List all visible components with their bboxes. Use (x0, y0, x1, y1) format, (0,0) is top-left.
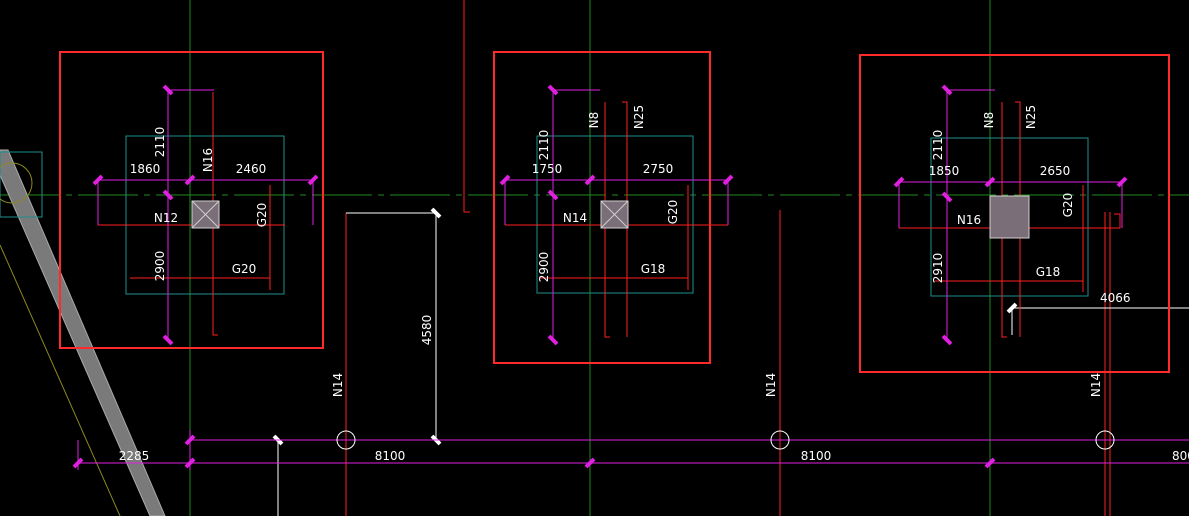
vertical-tag: N8 (982, 112, 996, 129)
pad-outline (125, 135, 285, 295)
dim-ticks (499, 84, 734, 346)
rebar (1001, 102, 1007, 338)
column[interactable] (989, 195, 1030, 239)
bottom-dim-label: 2900 (153, 251, 167, 282)
footing-frame[interactable] (59, 51, 324, 349)
diagonal-wall (0, 149, 166, 516)
bottom-tag: G18 (641, 262, 666, 276)
tick (184, 174, 196, 186)
axis-circle (1095, 430, 1115, 450)
top-dim-label: 2110 (153, 127, 167, 158)
bottom-dim-span3: 800 (1172, 449, 1189, 463)
dim-lines (898, 89, 1123, 340)
left-dim-label: 1860 (130, 162, 161, 176)
tick (941, 334, 953, 346)
left-dim-label: 1750 (532, 162, 563, 176)
left-tag: N16 (957, 213, 981, 227)
tie-beam-mid-label: N14 (764, 373, 778, 397)
bottom-dim-span1: 8100 (375, 449, 406, 463)
tick (722, 174, 734, 186)
right-tag: G20 (1061, 193, 1075, 218)
bottom-dim-ticks (72, 434, 996, 469)
tick (184, 434, 196, 446)
top-dim-label: 2110 (931, 130, 945, 161)
vertical-tag: N16 (201, 148, 215, 172)
tick (547, 334, 559, 346)
right-dim-label: 2460 (236, 162, 267, 176)
tick (547, 189, 559, 201)
dim-lines (97, 89, 314, 340)
corner-box (0, 151, 43, 218)
tick (984, 176, 996, 188)
right-dim-label: 2750 (643, 162, 674, 176)
tick (499, 174, 511, 186)
right-dim-label: 2650 (1040, 164, 1071, 178)
rebar (1015, 101, 1021, 337)
tick (893, 176, 905, 188)
tick (941, 191, 953, 203)
axis-circle (770, 430, 790, 450)
dim-ticks (893, 84, 1128, 346)
column-cross (600, 200, 629, 229)
bottom-dim-left: 2285 (119, 449, 150, 463)
bottom-dim-label: 2910 (931, 253, 945, 284)
tick (1116, 176, 1128, 188)
right-tag: G20 (666, 200, 680, 225)
pad-outline (536, 135, 694, 294)
tick (584, 174, 596, 186)
footing-3[interactable]: 2110 N8 N25 1850 2650 N16 G20 2910 G18 (859, 54, 1170, 373)
tick (92, 174, 104, 186)
extra-tag: N25 (1024, 105, 1038, 129)
tie-beam-left-label: N14 (331, 373, 345, 397)
right-tag: G20 (255, 203, 269, 228)
bottom-tag: G20 (232, 262, 257, 276)
extra-tag: N25 (632, 105, 646, 129)
tick (162, 189, 174, 201)
left-dim-label: 1850 (929, 164, 960, 178)
pad-outline (930, 137, 1089, 297)
axis-circle (336, 430, 356, 450)
tick (584, 457, 596, 469)
tick (162, 84, 174, 96)
column-circles (336, 430, 1115, 450)
footing-frame[interactable] (493, 51, 711, 364)
left-tag: N12 (154, 211, 178, 225)
beam-line-top-hook (463, 52, 470, 213)
rebar (212, 92, 218, 336)
rebar (622, 101, 628, 337)
vertical-tag: N8 (587, 112, 601, 129)
diagonal-wall-band (0, 149, 166, 516)
tick (72, 457, 84, 469)
top-dim-label: 2110 (537, 130, 551, 161)
corner-circle (0, 162, 33, 204)
footing-1[interactable]: 2110 N16 1860 2460 N12 G20 2900 G20 (59, 51, 324, 349)
tick (184, 457, 196, 469)
footing-frame[interactable] (859, 54, 1170, 373)
beam-lines (345, 0, 1111, 516)
tick (430, 207, 442, 219)
diagonal-yellow-line (0, 244, 121, 516)
rebar-lines (98, 92, 285, 336)
dim-lines (504, 89, 729, 340)
tick (984, 457, 996, 469)
tick (162, 334, 174, 346)
bottom-tag: G18 (1036, 265, 1061, 279)
right-dim-label: 4066 (1100, 291, 1131, 305)
bottom-dim-span2: 8100 (801, 449, 832, 463)
tick (1006, 302, 1018, 314)
tick (547, 84, 559, 96)
tick (307, 174, 319, 186)
vertical-dim-label: 4580 (420, 315, 434, 346)
left-tag: N14 (563, 211, 587, 225)
bottom-dim-label: 2900 (537, 252, 551, 283)
tick (941, 84, 953, 96)
footing-2[interactable]: 2110 N8 N25 1750 2750 N14 G20 2900 G18 (493, 51, 734, 364)
tie-beam-right-label: N14 (1089, 373, 1103, 397)
dim-ticks (92, 84, 319, 346)
column-cross (191, 200, 220, 229)
